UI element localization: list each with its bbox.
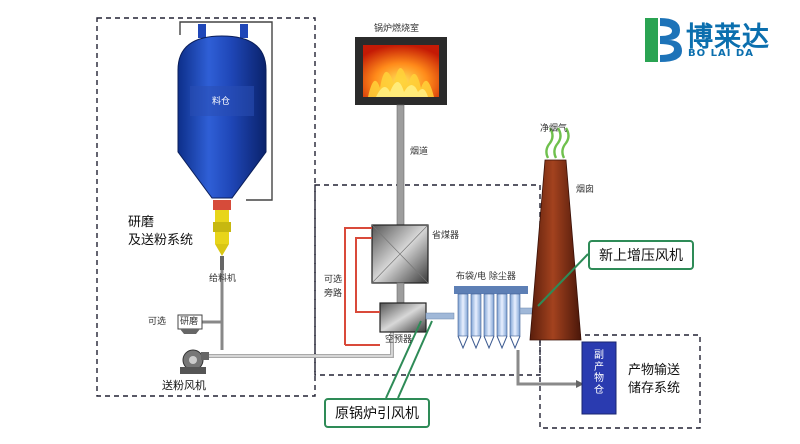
induced-fan-pointer-2: [397, 320, 433, 399]
clean-gas-plume: [545, 127, 570, 159]
furnace-unit: [355, 37, 447, 105]
byproduct-system-label: 产物输送 储存系统: [628, 363, 681, 396]
powder-fan-label: 送粉风机: [162, 379, 206, 392]
air-preheater-unit: [379, 302, 427, 333]
byproduct-system-boundary: [539, 334, 701, 429]
chimney-label: 烟囱: [576, 185, 595, 195]
bypass-line-inner: [355, 237, 380, 313]
bag-filter-unit: [454, 286, 528, 350]
clean-gas-label: 净烟气: [540, 124, 568, 134]
flue-duct: [396, 104, 405, 226]
optional-bypass-label: 可选 旁路: [324, 275, 343, 299]
powder-fan-unit: [180, 349, 209, 374]
bag-filter-label: 布袋/电 除尘器: [456, 272, 516, 282]
silo-return-pipe: [179, 21, 273, 201]
induced-fan-pointer-1: [385, 320, 422, 399]
economizer-label: 省煤器: [432, 231, 460, 241]
feeder-label: 给料机: [209, 274, 237, 284]
byproduct-silo-box: [581, 341, 617, 415]
booster-fan-callout: 新上增压风机: [588, 240, 694, 270]
economizer-unit: [371, 224, 429, 284]
mill-label: 研磨: [180, 317, 199, 327]
grinding-system-label: 研磨 及送粉系统: [128, 215, 194, 248]
air-preheater-label: 空预器: [385, 335, 413, 345]
grinding-system-boundary: [96, 17, 316, 397]
byproduct-silo-label: 副产物仓: [594, 350, 604, 396]
feeder-assembly: [213, 200, 231, 270]
booster-fan-pointer: [537, 253, 589, 307]
powder-fan-line-inner: [205, 332, 393, 357]
silo-label: 料仓: [212, 97, 231, 107]
furnace-label: 锅炉燃烧室: [374, 24, 420, 34]
brand-pinyin: BO LAI DA: [688, 48, 754, 59]
flue-label: 烟道: [410, 147, 429, 157]
silo-vessel: [177, 24, 267, 199]
chimney-stack: [529, 159, 582, 341]
byproduct-line: [516, 350, 580, 386]
bypass-line-outer: [344, 227, 372, 345]
brand-name: 博莱达: [686, 22, 770, 53]
optional-mill-label: 可选: [148, 317, 167, 327]
brand-logo-mark: [645, 18, 682, 62]
induced-fan-callout: 原锅炉引风机: [324, 398, 430, 428]
aph-to-filter-duct: [425, 312, 455, 320]
mill-unit: [177, 314, 203, 334]
